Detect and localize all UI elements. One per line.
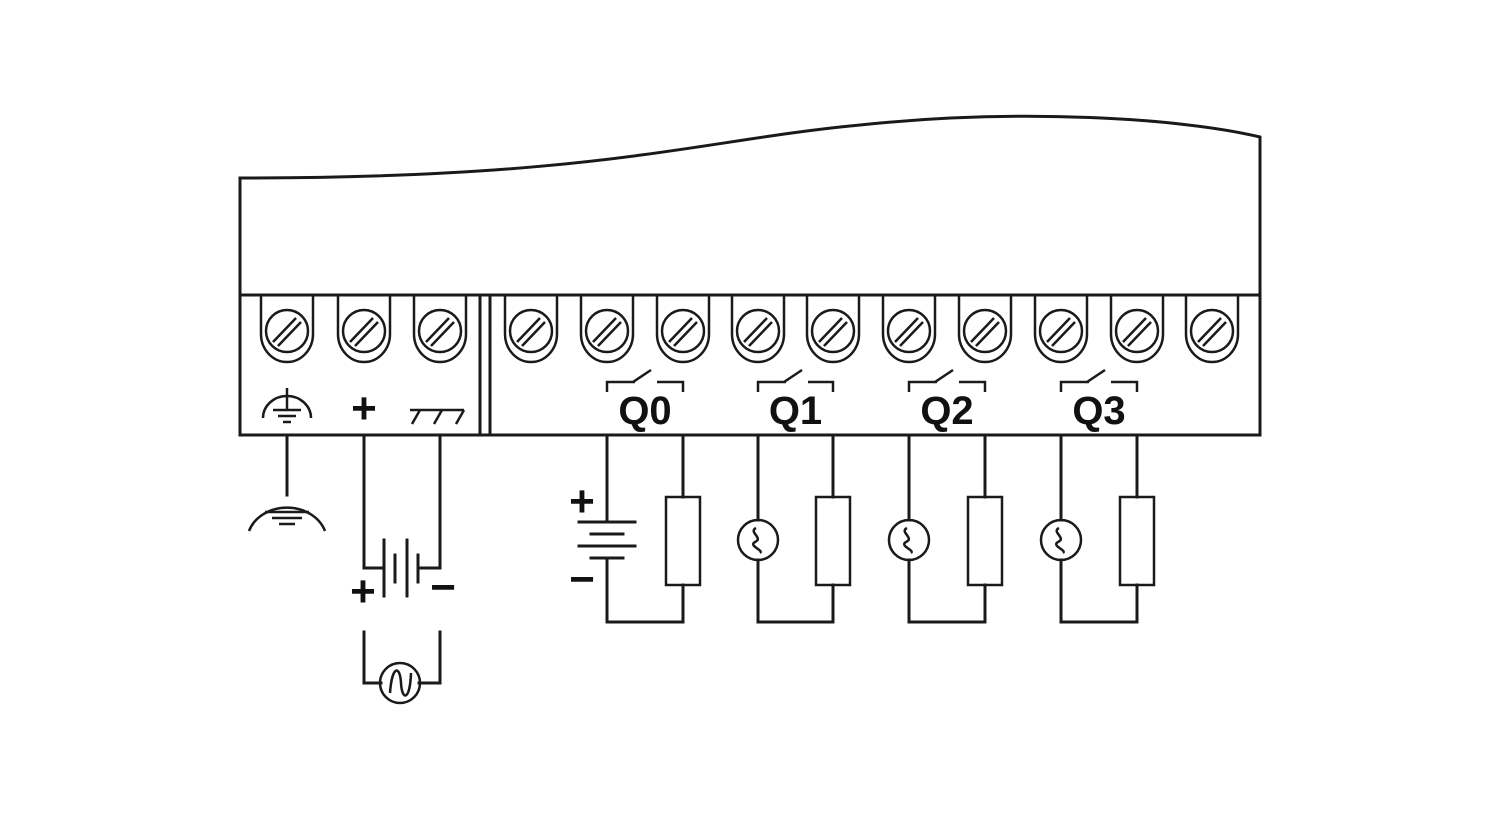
- terminal-screw-icon: [259, 295, 315, 364]
- ac-source-icon: [1039, 518, 1083, 562]
- relay-outputs: Q0 Q1 Q2 Q3: [605, 368, 1139, 433]
- terminal-screw-icon: [1033, 295, 1089, 364]
- terminal-screw-icon: [1184, 295, 1240, 364]
- q0-dc-plus-label: +: [569, 477, 595, 526]
- dc-source-icon: [577, 520, 637, 560]
- earth-ground-icon: [261, 388, 313, 424]
- protective-earth-icon: [247, 506, 327, 532]
- terminal-screw-icon: [957, 295, 1013, 364]
- chassis-ground-icon: [410, 408, 466, 425]
- supply-plus-terminal-label: +: [351, 384, 377, 433]
- relay-contact-icon: [1059, 368, 1139, 392]
- terminal-screws: [259, 295, 1240, 364]
- battery-icon: [382, 538, 420, 598]
- terminal-screw-icon: [730, 295, 786, 364]
- relay-label-q1: Q1: [769, 389, 822, 433]
- terminal-screw-icon: [336, 295, 392, 364]
- terminal-screw-icon: [1109, 295, 1165, 364]
- ac-source-icon: [887, 518, 931, 562]
- relay-contact-icon: [605, 368, 685, 392]
- relay-label-q2: Q2: [920, 389, 973, 433]
- load-circuit-q3: [1039, 433, 1156, 624]
- load-resistor-icon: [664, 495, 702, 587]
- battery-minus-label: −: [430, 563, 456, 612]
- load-circuit-q2: [887, 433, 1004, 624]
- load-resistor-icon: [814, 495, 852, 587]
- q0-dc-minus-label: −: [569, 555, 595, 604]
- relay-label-q3: Q3: [1072, 389, 1125, 433]
- load-circuits: [577, 433, 1156, 624]
- relay-label-q0: Q0: [618, 389, 671, 433]
- battery-plus-label: +: [350, 567, 376, 616]
- load-resistor-icon: [1118, 495, 1156, 587]
- relay-contact-icon: [907, 368, 987, 392]
- terminal-screw-icon: [655, 295, 711, 364]
- load-circuit-q0: [577, 433, 702, 624]
- terminal-screw-icon: [805, 295, 861, 364]
- terminal-screw-icon: [503, 295, 559, 364]
- ac-source-icon: [736, 518, 780, 562]
- terminal-screw-icon: [412, 295, 468, 364]
- ac-source-icon: [378, 661, 422, 705]
- load-circuit-q1: [736, 433, 852, 624]
- load-resistor-icon: [966, 495, 1004, 587]
- relay-contact-icon: [756, 368, 835, 392]
- terminal-screw-icon: [579, 295, 635, 364]
- terminal-screw-icon: [881, 295, 937, 364]
- device-housing: [238, 114, 1262, 437]
- ac-supply-wire: [362, 630, 442, 685]
